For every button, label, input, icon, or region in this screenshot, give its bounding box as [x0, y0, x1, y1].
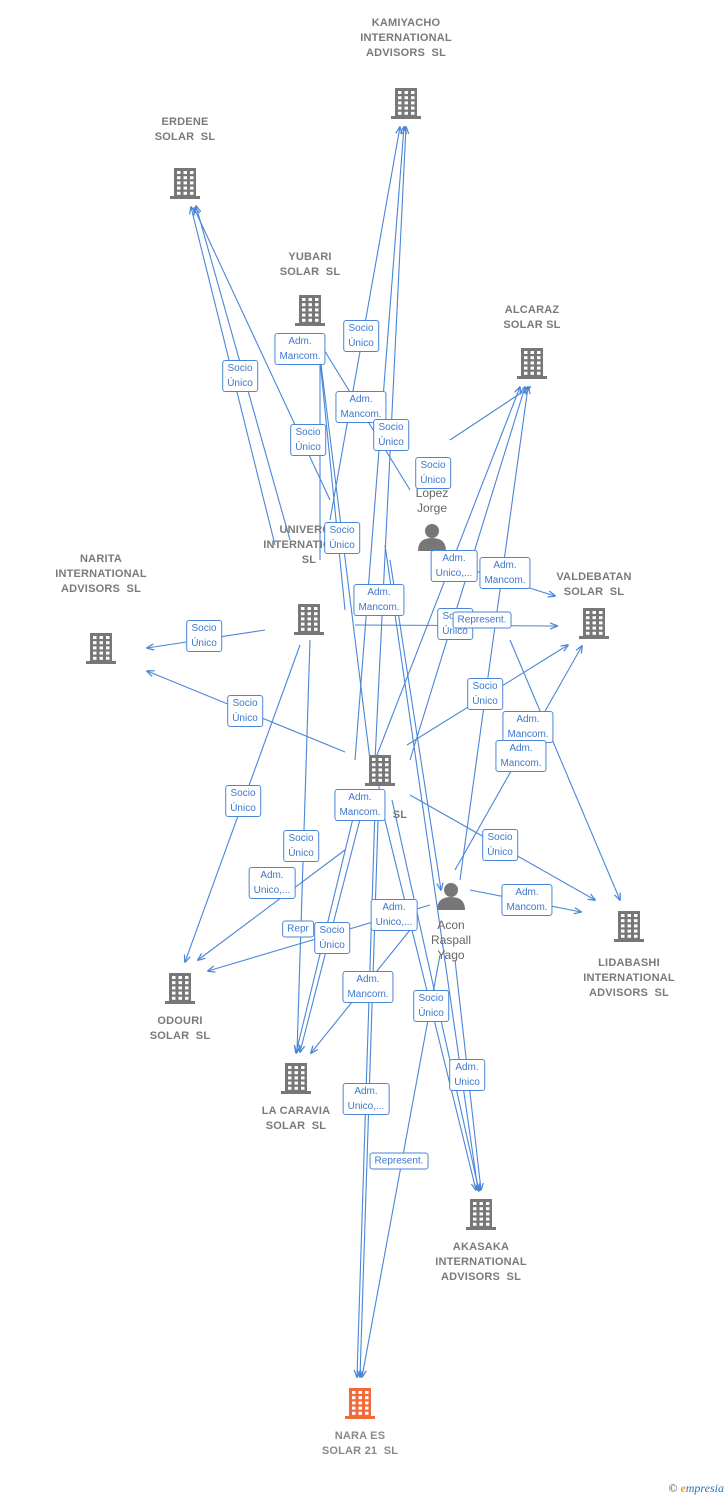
edge-relation-label[interactable]: Adm. Mancom. — [495, 740, 547, 772]
edge-line — [459, 387, 528, 881]
company-label-center[interactable]: SL — [392, 809, 408, 821]
company-label-narita[interactable]: NARITA INTERNATIONAL ADVISORS SL — [55, 553, 147, 595]
copyright-footer: © empresia — [668, 1481, 724, 1496]
edge-relation-label[interactable]: Socio Único — [415, 457, 451, 489]
building-icon[interactable] — [165, 973, 195, 1004]
edge-relation-label[interactable]: Adm. Mancom. — [502, 711, 554, 743]
edge-relation-label[interactable]: Socio Único — [222, 360, 258, 392]
building-icon[interactable] — [295, 295, 325, 326]
edge-relation-label[interactable]: Socio Único — [324, 522, 360, 554]
person-label-acon[interactable]: Acon Raspall Yago — [430, 918, 472, 962]
node-icons — [86, 88, 644, 1419]
company-label-akasaka[interactable]: AKASAKA INTERNATIONAL ADVISORS SL — [435, 1241, 527, 1283]
edge-relation-label[interactable]: Adm. Mancom. — [479, 557, 531, 589]
company-label-valdebatan[interactable]: VALDEBATAN SOLAR SL — [556, 571, 632, 598]
building-icon[interactable] — [614, 911, 644, 942]
edge-relation-label[interactable]: Adm. Mancom. — [501, 884, 553, 916]
edge-relation-label[interactable]: Represent. — [369, 1152, 429, 1170]
building-icon[interactable] — [170, 168, 200, 199]
edge-relation-label[interactable]: Adm. Unico,... — [248, 867, 296, 899]
edge-line — [318, 340, 346, 611]
edge-relation-label[interactable]: Socio Único — [413, 990, 449, 1022]
company-label-nara[interactable]: NARA ES SOLAR 21 SL — [321, 1430, 399, 1457]
edge-relation-label[interactable]: Socio Único — [186, 620, 222, 652]
company-label-kamiyacho[interactable]: KAMIYACHO INTERNATIONAL ADVISORS SL — [360, 17, 452, 59]
building-icon[interactable] — [86, 633, 116, 664]
edge-relation-label[interactable]: Socio Único — [343, 320, 379, 352]
edge-relation-label[interactable]: Socio Único — [227, 695, 263, 727]
building-icon[interactable] — [466, 1199, 496, 1230]
building-icon[interactable] — [294, 604, 324, 635]
copyright-symbol: © — [668, 1481, 678, 1495]
company-label-alcaraz[interactable]: ALCARAZ SOLAR SL — [503, 304, 561, 331]
edge-relation-label[interactable]: Socio Único — [225, 785, 261, 817]
edge-line — [449, 387, 530, 441]
building-icon[interactable] — [281, 1063, 311, 1094]
edge-relation-label[interactable]: Socio Único — [482, 829, 518, 861]
edge-line — [509, 639, 620, 900]
edge-relation-label[interactable]: Socio Único — [373, 419, 409, 451]
building-icon[interactable] — [579, 608, 609, 639]
edge-relation-label[interactable]: Socio Único — [467, 678, 503, 710]
edge-relation-label[interactable]: Adm. Mancom. — [353, 584, 405, 616]
edge-relation-label[interactable]: Adm. Mancom. — [342, 971, 394, 1003]
company-label-odouri[interactable]: ODOURI SOLAR SL — [149, 1015, 211, 1042]
edge-relation-label[interactable]: Adm. Unico,... — [342, 1083, 390, 1115]
edge-line — [384, 544, 478, 1190]
edge-line — [198, 849, 346, 960]
person-icon[interactable] — [418, 524, 446, 551]
edge-relation-label[interactable]: Adm. Unico,... — [430, 550, 478, 582]
edge-relation-label[interactable]: Represent. — [452, 611, 512, 629]
edge-relation-label[interactable]: Adm. Mancom. — [334, 789, 386, 821]
edge-relation-label[interactable]: Adm. Mancom. — [274, 333, 326, 365]
edge-relation-label[interactable]: Socio Único — [314, 922, 350, 954]
company-label-lacaravia[interactable]: LA CARAVIA SOLAR SL — [261, 1105, 331, 1132]
company-label-erdene[interactable]: ERDENE SOLAR SL — [154, 116, 216, 143]
building-icon[interactable] — [345, 1388, 375, 1419]
edge-relation-label[interactable]: Adm. Unico,... — [370, 899, 418, 931]
building-icon[interactable] — [365, 755, 395, 786]
company-label-yubari[interactable]: YUBARI SOLAR SL — [279, 251, 341, 278]
edge-relation-label[interactable]: Socio Único — [283, 830, 319, 862]
brand-logo[interactable]: empresia — [680, 1481, 724, 1495]
edge-line — [360, 759, 381, 1377]
company-label-lidabashi[interactable]: LIDABASHI INTERNATIONAL ADVISORS SL — [583, 957, 675, 999]
building-icon[interactable] — [391, 88, 421, 119]
building-icon[interactable] — [517, 348, 547, 379]
edge-relation-label[interactable]: Socio Único — [290, 424, 326, 456]
edge-relation-label[interactable]: Adm. Unico — [449, 1059, 485, 1091]
edge-relation-label[interactable]: Repr — [282, 920, 314, 938]
person-icon[interactable] — [437, 883, 465, 910]
edge-relation-label[interactable]: Adm. Mancom. — [335, 391, 387, 423]
